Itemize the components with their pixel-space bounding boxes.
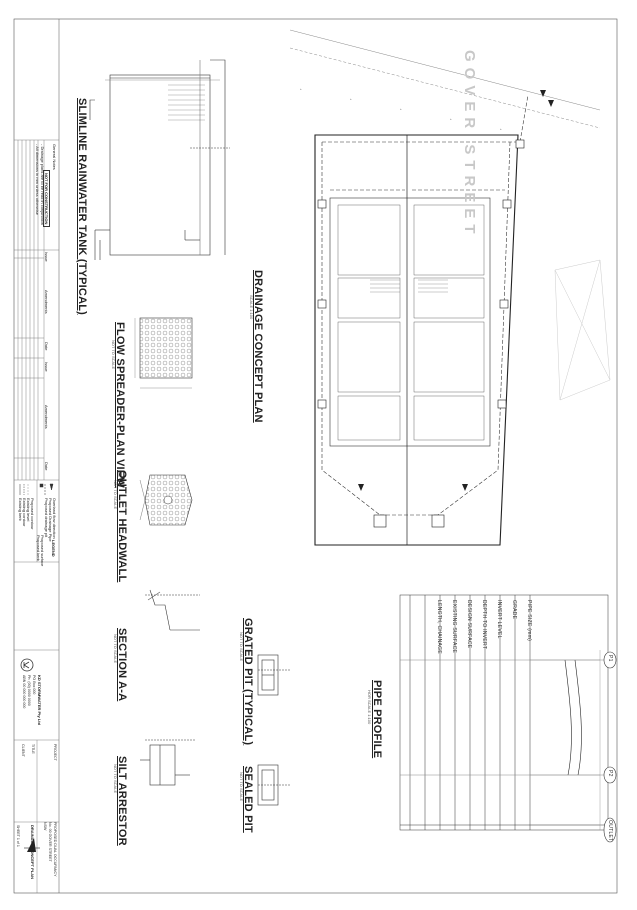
- svg-text:+: +: [400, 107, 402, 111]
- project-label: PROJECT: [53, 744, 57, 761]
- general-note-line: - All dimensions in mm unless otherwise: [35, 144, 40, 215]
- outlet-headwall-scale: NOT TO SCALE: [113, 480, 118, 510]
- svg-text:+: +: [300, 87, 302, 91]
- legend-heading: LEGEND: [51, 540, 56, 557]
- svg-text:+: +: [450, 117, 452, 121]
- legend-item: Proposed surface: [40, 535, 45, 567]
- pipe-profile-title: PIPE PROFILE: [371, 680, 383, 759]
- site-plan: + + + + +: [289, 29, 611, 546]
- amend-header-date: Date: [44, 342, 49, 351]
- drawing-title-label: TITLE: [31, 744, 35, 754]
- project-line: No. 00 GOVER STREET: [48, 822, 52, 862]
- profile-row-label: EXISTING SURFACE: [451, 600, 457, 654]
- company-logo: [20, 658, 34, 672]
- profile-row-label: PIPE SIZE (mm): [526, 600, 532, 642]
- client-label: CLIENT: [21, 744, 25, 757]
- grated-pit-scale: NOT TO SCALE: [239, 632, 244, 662]
- street-name: GOVER STREET: [461, 50, 478, 240]
- general-notes-heading: General Notes: [52, 144, 57, 170]
- tank-title: SLIMLINE RAINWATER TANK (TYPICAL): [76, 98, 88, 316]
- grated-pit-detail: [257, 654, 290, 696]
- profile-pit-markers: [603, 651, 617, 843]
- profile-row-label: DEPTH TO INVERT: [481, 600, 487, 650]
- drawing-title: DRAINAGE CONCEPT PLAN: [30, 825, 35, 880]
- svg-text:+: +: [500, 127, 502, 131]
- profile-row-label: LENGTH, CHAINAGE: [436, 600, 442, 654]
- profile-pit-label: OUTLET: [607, 820, 613, 842]
- sheet-border: [13, 18, 618, 894]
- drainage-plan-title: DRAINAGE CONCEPT PLAN: [252, 270, 264, 423]
- project-line: NSW: [43, 822, 47, 831]
- section-aa-scale: NOT TO SCALE: [113, 634, 118, 664]
- amend-header-issue: Issue: [44, 252, 49, 262]
- tank-detail: [89, 59, 230, 260]
- company-line: PO Box 000: [32, 675, 36, 695]
- pipe-profile-scale: HOR SCALE 1:100: [367, 690, 372, 725]
- profile-row-label: INVERT LEVEL: [496, 600, 502, 639]
- silt-arrestor-scale: NOT TO SCALE: [113, 764, 118, 794]
- flow-spreader-scale: NOT TO SCALE: [111, 340, 116, 370]
- outlet-headwall-detail: [139, 474, 193, 526]
- sheet-number: SHEET 1 of 1: [16, 825, 20, 847]
- svg-text:+: +: [350, 97, 352, 101]
- sealed-pit-scale: NOT TO SCALE: [239, 772, 244, 802]
- company-line: Ph: (00) 0000 0000: [27, 675, 31, 706]
- silt-arrestor-detail: [140, 739, 195, 786]
- profile-row-label: DESIGN SURFACE: [466, 600, 472, 649]
- legend-symbols: [19, 483, 54, 495]
- amend-header-issue: Issue: [44, 362, 49, 372]
- profile-row-label: GRADE: [511, 600, 517, 620]
- sealed-pit-detail: [257, 764, 290, 806]
- north-arrow-icon: [24, 838, 40, 852]
- amend-header-amendments: Amendments: [44, 405, 49, 429]
- project-line: PROPOSED DUAL OCCUPANCY: [53, 822, 57, 877]
- section-aa-detail: [145, 589, 200, 631]
- legend-item: Proposed contour: [30, 498, 35, 530]
- company-name: KD STORMWATER Pty Ltd: [37, 675, 42, 726]
- drainage-plan-scale: SCALE 1:100: [249, 295, 254, 320]
- title-block: [14, 139, 59, 893]
- general-note-line: - Drainage plans are to be read in conju…: [40, 144, 45, 225]
- amend-header-date: Date: [44, 462, 49, 471]
- legend-item: Overland flow direction: [52, 498, 57, 539]
- pipe-profile-table: [399, 594, 609, 831]
- flow-spreader-detail: [134, 317, 193, 389]
- amend-header-amendments: Amendments: [44, 290, 49, 314]
- profile-pipe: [530, 650, 601, 830]
- profile-pit-label: P1: [607, 655, 613, 662]
- company-line: ABN 00 000 000 000: [22, 675, 26, 709]
- profile-pit-label: P2: [607, 770, 613, 777]
